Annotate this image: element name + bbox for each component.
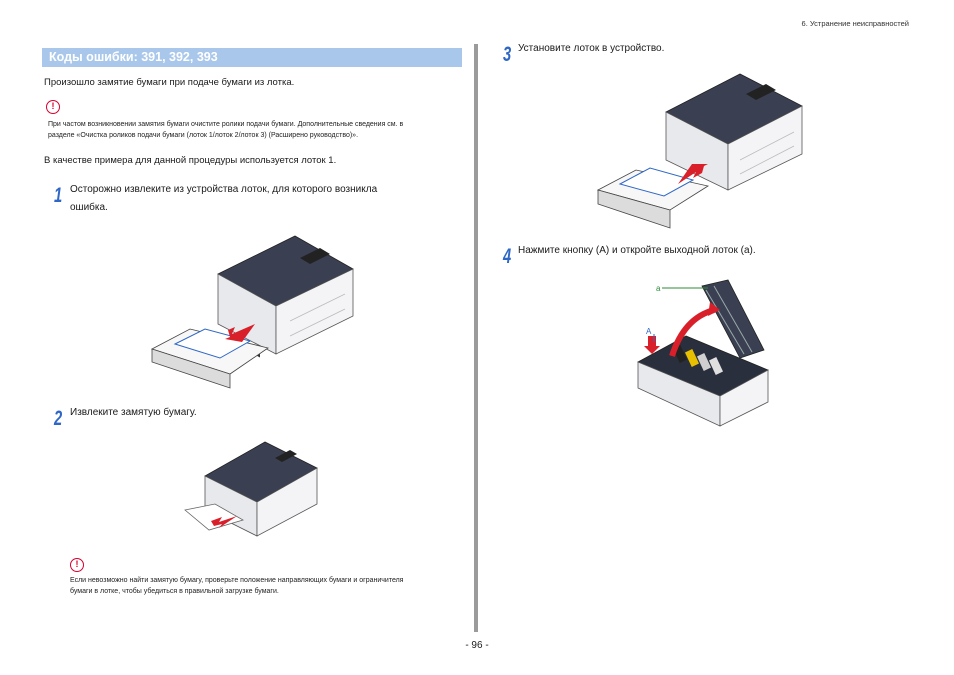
caution-note-1-line: разделе «Очистка роликов подачи бумаги (… bbox=[48, 132, 359, 139]
figure-tray-insert bbox=[596, 73, 803, 229]
caution-note-2: Если невозможно найти замятую бумагу, пр… bbox=[70, 575, 403, 597]
column-divider bbox=[474, 44, 478, 632]
figure-open-output-tray bbox=[637, 279, 769, 427]
caution-note-1: При частом возникновении замятия бумаги … bbox=[48, 119, 403, 141]
callout-label-a-upper: A bbox=[646, 327, 652, 336]
step-number-1: 1 bbox=[54, 184, 63, 207]
intro-text: Произошло замятие бумаги при подаче бума… bbox=[44, 77, 295, 88]
caution-note-2-line: Если невозможно найти замятую бумагу, пр… bbox=[70, 577, 404, 584]
page-number: - 96 - bbox=[465, 640, 489, 651]
caution-icon: ! bbox=[46, 100, 60, 114]
section-title: Коды ошибки: 391, 392, 393 bbox=[42, 48, 462, 67]
figure-tray-removal bbox=[150, 235, 354, 389]
step-text-1: Осторожно извлеките из устройства лоток,… bbox=[70, 181, 377, 217]
example-text: В качестве примера для данной процедуры … bbox=[44, 155, 337, 166]
step-text-line: Осторожно извлеките из устройства лоток,… bbox=[70, 184, 378, 195]
figure-remove-paper bbox=[184, 441, 318, 537]
caution-note-2-line: бумаги в лотке, чтобы убедиться в правил… bbox=[70, 588, 279, 595]
step-text-line: ошибка. bbox=[70, 202, 108, 213]
step-text-3: Установите лоток в устройство. bbox=[518, 43, 665, 54]
caution-note-1-line: При частом возникновении замятия бумаги … bbox=[48, 121, 404, 128]
step-text-4: Нажмите кнопку (A) и откройте выходной л… bbox=[518, 245, 756, 256]
step-number-3: 3 bbox=[503, 43, 512, 66]
step-number-2: 2 bbox=[54, 407, 63, 430]
step-number-4: 4 bbox=[503, 245, 512, 268]
step-text-2: Извлеките замятую бумагу. bbox=[70, 407, 197, 418]
callout-label-a-lower: a bbox=[656, 284, 661, 293]
chapter-header: 6. Устранение неисправностей bbox=[801, 19, 909, 28]
caution-icon: ! bbox=[70, 558, 84, 572]
